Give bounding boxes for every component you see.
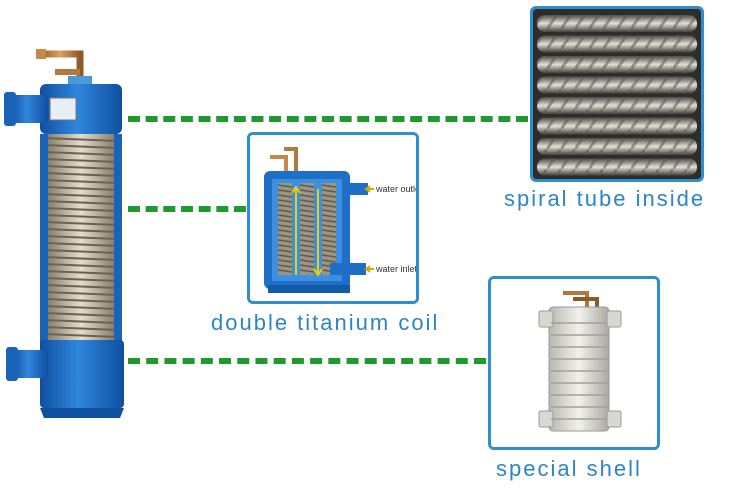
heat-exchanger-unit <box>4 49 124 418</box>
connector-line-middle <box>128 206 246 212</box>
special-shell-photo <box>488 276 660 450</box>
label-water-outlet: water outlet <box>375 184 416 194</box>
connector-line-top <box>128 116 528 122</box>
coil-cutaway-diagram: water outlet water inlet <box>247 132 419 304</box>
caption-special-shell: special shell <box>496 456 642 481</box>
connector-line-bottom <box>128 358 486 364</box>
spiral-tube-photo <box>530 6 704 182</box>
label-water-inlet: water inlet <box>375 264 416 274</box>
caption-double-titanium-coil: double titanium coil <box>211 310 440 335</box>
caption-spiral-tube: spiral tube inside <box>504 186 706 211</box>
